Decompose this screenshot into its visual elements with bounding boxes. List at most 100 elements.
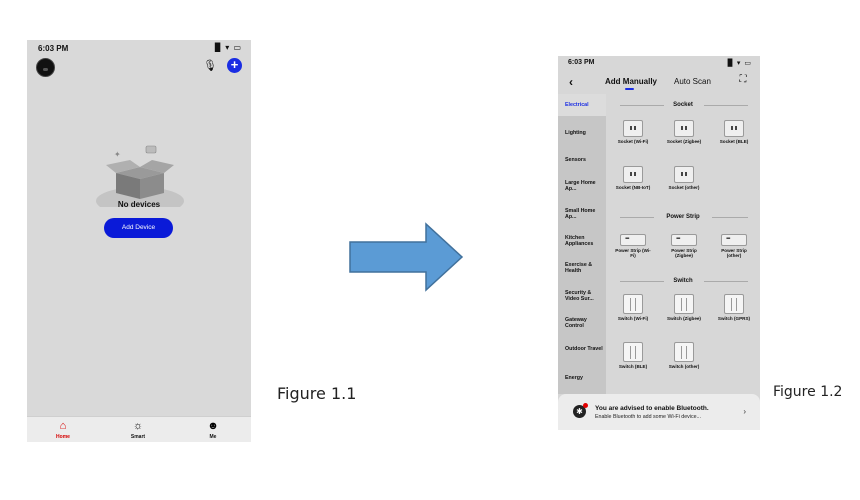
- tab-smart-label: Smart: [130, 434, 146, 440]
- figure-caption-1: Figure 1.1: [277, 384, 357, 403]
- device-label: Socket (BLE): [719, 139, 749, 144]
- status-bar: 6:03 PM ▉ ▾ ▭: [558, 56, 760, 70]
- device-label: Switch (Wi-Fi): [617, 316, 649, 321]
- device-label: Power Strip (other): [721, 248, 747, 259]
- home-icon: ⌂: [59, 420, 67, 432]
- add-icon[interactable]: +: [227, 58, 242, 73]
- socket-icon: [623, 166, 643, 183]
- category-sidebar: Electrical Lighting Sensors Large Home A…: [558, 94, 606, 394]
- tab-add-manually[interactable]: Add Manually: [605, 77, 658, 86]
- bluetooth-icon: ✱: [573, 405, 586, 418]
- device-power-strip-zigbee[interactable]: Power Strip (Zigbee): [666, 234, 702, 258]
- device-power-strip-other[interactable]: Power Strip (other): [716, 234, 752, 258]
- tab-home-label: Home: [56, 434, 70, 440]
- device-socket-other[interactable]: Socket (other): [666, 166, 702, 190]
- bluetooth-banner[interactable]: ✱ You are advised to enable Bluetooth. E…: [558, 394, 760, 430]
- add-device-button[interactable]: Add Device: [104, 218, 173, 238]
- device-switch-zigbee[interactable]: Switch (Zigbee): [666, 294, 702, 321]
- tab-auto-scan[interactable]: Auto Scan: [674, 77, 711, 86]
- phone-screen-add-device: 6:03 PM ▉ ▾ ▭ ‹ Add Manually Auto Scan ⛶…: [558, 56, 760, 430]
- switch-icon: [623, 342, 643, 362]
- active-tab-indicator: [625, 88, 634, 90]
- switch-icon: [724, 294, 744, 314]
- back-icon[interactable]: ‹: [569, 75, 573, 89]
- user-icon: ☻: [207, 420, 219, 432]
- device-label: Switch (other): [668, 364, 700, 369]
- socket-icon: [724, 120, 744, 137]
- scan-icon[interactable]: ⛶: [739, 74, 747, 85]
- power-strip-icon: [721, 234, 747, 246]
- device-label: Power Strip (Zigbee): [671, 248, 697, 259]
- device-switch-wifi[interactable]: Switch (Wi-Fi): [615, 294, 651, 321]
- figure-caption-2: Figure 1.2: [773, 384, 843, 400]
- svg-text:✦: ✦: [114, 150, 121, 159]
- device-label: Switch (BLE): [618, 364, 648, 369]
- device-label: Switch (GPRS): [717, 316, 751, 321]
- section-title-power-strip: Power Strip: [666, 214, 700, 220]
- sidebar-item-large-home[interactable]: Large Home Ap...: [565, 180, 596, 192]
- phone-screen-home: 6:03 PM ▉ ▾ ▭ 🎙 + ✦ No devices Add Devic…: [27, 40, 251, 442]
- right-arrow-icon: [349, 222, 464, 292]
- socket-icon: [674, 166, 694, 183]
- device-label: Switch (Zigbee): [667, 316, 701, 321]
- device-switch-other[interactable]: Switch (other): [666, 342, 702, 369]
- sidebar-item-outdoor[interactable]: Outdoor Travel: [565, 346, 603, 352]
- tab-smart[interactable]: ☼ Smart: [118, 420, 158, 440]
- device-label: Socket (Zigbee): [666, 139, 702, 144]
- power-strip-icon: [671, 234, 697, 246]
- section-divider: [620, 105, 664, 106]
- empty-box-illustration: ✦: [96, 145, 184, 207]
- tab-me-label: Me: [209, 434, 217, 440]
- notification-dot: [583, 403, 588, 408]
- sidebar-item-gateway[interactable]: Gateway Control: [565, 317, 587, 329]
- switch-icon: [674, 342, 694, 362]
- device-grid: Socket Socket (Wi-Fi) Socket (Zigbee) So…: [612, 94, 760, 394]
- sidebar-item-energy[interactable]: Energy: [565, 375, 583, 381]
- device-socket-nbiot[interactable]: Socket (NB-IoT): [615, 166, 651, 190]
- section-title-switch: Switch: [673, 278, 693, 284]
- section-divider: [620, 281, 664, 282]
- section-divider: [620, 217, 654, 218]
- sidebar-selected-bg: [558, 94, 606, 116]
- sidebar-item-security[interactable]: Security & Video Sur...: [565, 290, 594, 302]
- section-divider: [712, 217, 748, 218]
- sidebar-item-lighting[interactable]: Lighting: [565, 130, 586, 136]
- sidebar-item-electrical[interactable]: Electrical: [565, 102, 589, 108]
- device-label: Socket (other): [668, 185, 700, 190]
- device-socket-ble[interactable]: Socket (BLE): [716, 120, 752, 144]
- socket-icon: [674, 120, 694, 137]
- device-switch-gprs[interactable]: Switch (GPRS): [716, 294, 752, 321]
- empty-state-title: No devices: [117, 200, 161, 209]
- avatar[interactable]: [36, 58, 55, 77]
- status-bar: 6:03 PM ▉ ▾ ▭: [27, 40, 251, 54]
- device-socket-wifi[interactable]: Socket (Wi-Fi): [615, 120, 651, 144]
- sidebar-item-exercise[interactable]: Exercise & Health: [565, 262, 593, 274]
- device-socket-zigbee[interactable]: Socket (Zigbee): [666, 120, 702, 144]
- section-divider: [704, 281, 748, 282]
- switch-icon: [674, 294, 694, 314]
- microphone-icon[interactable]: 🎙: [203, 60, 217, 72]
- banner-subtitle: Enable Bluetooth to add some Wi-Fi devic…: [595, 414, 701, 420]
- sidebar-item-small-home[interactable]: Small Home Ap...: [565, 208, 596, 220]
- sun-icon: ☼: [132, 420, 144, 432]
- chevron-right-icon[interactable]: ›: [743, 407, 746, 416]
- status-icons: ▉ ▾ ▭: [727, 60, 752, 67]
- device-label: Socket (Wi-Fi): [617, 139, 649, 144]
- device-switch-ble[interactable]: Switch (BLE): [615, 342, 651, 369]
- section-divider: [704, 105, 748, 106]
- device-label: Socket (NB-IoT): [615, 185, 651, 190]
- socket-icon: [623, 120, 643, 137]
- device-power-strip-wifi[interactable]: Power Strip (Wi-Fi): [615, 234, 651, 258]
- status-time: 6:03 PM: [568, 59, 595, 66]
- power-strip-icon: [620, 234, 646, 246]
- switch-icon: [623, 294, 643, 314]
- sidebar-item-sensors[interactable]: Sensors: [565, 157, 586, 163]
- banner-title: You are advised to enable Bluetooth.: [595, 405, 709, 412]
- tab-home[interactable]: ⌂ Home: [43, 420, 83, 440]
- tab-me[interactable]: ☻ Me: [193, 420, 233, 440]
- bottom-tab-bar: ⌂ Home ☼ Smart ☻ Me: [27, 416, 251, 442]
- sidebar-item-kitchen[interactable]: Kitchen Appliances: [565, 235, 594, 247]
- status-icons: ▉ ▾ ▭: [214, 43, 242, 52]
- device-label: Power Strip (Wi-Fi): [615, 248, 651, 259]
